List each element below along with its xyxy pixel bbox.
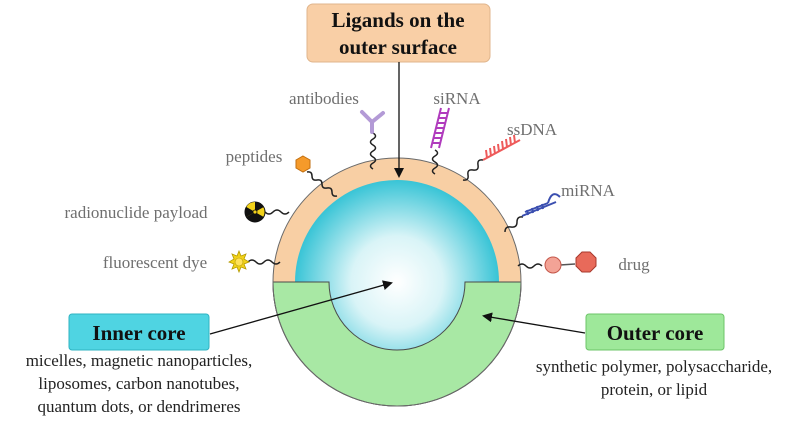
- linker: [504, 216, 524, 233]
- mirna-icon: [521, 193, 561, 217]
- drug-ligand: [517, 251, 597, 274]
- ssdna-ligand: [462, 134, 521, 181]
- linker: [264, 209, 290, 215]
- linker: [517, 263, 543, 269]
- linker: [431, 149, 439, 175]
- antibody-ligand: [360, 110, 385, 170]
- fluorescent-label: fluorescent dye: [103, 253, 207, 272]
- inner-core-title: Inner core: [92, 321, 185, 345]
- linker: [462, 159, 484, 181]
- nanoparticle: [272, 157, 522, 407]
- drug-octagon-icon: [575, 251, 597, 273]
- mirna-label: miRNA: [561, 181, 616, 200]
- inner-core-desc-1: micelles, magnetic nanoparticles,: [26, 351, 253, 370]
- inner-core-desc-2: liposomes, carbon nanotubes,: [38, 374, 239, 393]
- sirna-icon: [430, 107, 450, 149]
- radionuclide-ligand: [244, 201, 290, 223]
- linker: [306, 171, 338, 197]
- drug-bead-icon: [544, 256, 562, 274]
- mirna-ligand: [504, 193, 561, 233]
- outer-core-arrow: [482, 312, 586, 334]
- linker: [247, 259, 281, 265]
- ligands-title-line1: Ligands on the: [331, 8, 464, 32]
- inner-core-box: Inner core: [68, 313, 210, 351]
- drug-label: drug: [618, 255, 650, 274]
- outer-core-box: Outer core: [585, 313, 725, 351]
- linker: [369, 132, 377, 170]
- sun-icon: [228, 249, 250, 274]
- nanoparticle-outline: [272, 157, 522, 407]
- inner-core-desc-3: quantum dots, or dendrimeres: [37, 397, 240, 416]
- peptide-hexagon-icon: [295, 155, 311, 173]
- radiation-icon: [244, 201, 266, 223]
- sirna-ligand: [430, 107, 450, 175]
- outer-core-desc-2: protein, or lipid: [601, 380, 708, 399]
- outer-core-title: Outer core: [607, 321, 704, 345]
- ligands-title-line2: outer surface: [339, 35, 457, 59]
- ligands-box: Ligands on the outer surface: [306, 3, 491, 63]
- fluorescent-ligand: [228, 249, 281, 274]
- antibody-icon: [360, 110, 385, 134]
- radionuclide-label: radionuclide payload: [64, 203, 208, 222]
- peptides-label: peptides: [226, 147, 283, 166]
- inner-core-arrow: [209, 280, 393, 335]
- antibodies-label: antibodies: [289, 89, 359, 108]
- peptide-ligand: [295, 155, 338, 197]
- ssdna-icon: [482, 134, 521, 161]
- outer-core-desc-1: synthetic polymer, polysaccharide,: [536, 357, 772, 376]
- sirna-label: siRNA: [433, 89, 481, 108]
- ssdna-label: ssDNA: [507, 120, 558, 139]
